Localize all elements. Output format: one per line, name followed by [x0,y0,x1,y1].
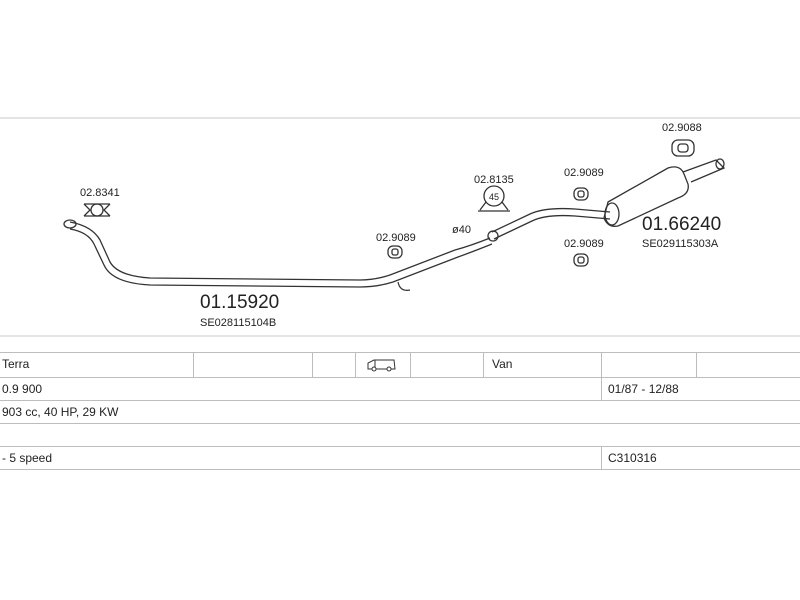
engine-spec-cell: 903 cc, 40 HP, 29 KW [2,405,119,419]
catalog-number-cell: C310316 [608,451,657,465]
hanger-rear-icon [671,139,695,157]
front-pipe [69,221,493,288]
body-type-cell: Van [492,357,513,371]
label-pipe-diameter: ø40 [452,224,471,236]
label-hanger-c: 02.9089 [564,238,604,250]
years-cell: 01/87 - 12/88 [608,382,679,396]
hanger-a-icon [387,245,403,259]
rear-silencer [603,158,726,227]
engine-cell: 0.9 900 [2,382,43,396]
label-clamp-front: 02.8341 [80,187,120,199]
clamp-front-icon [83,203,111,217]
hanger-b-icon [573,187,589,201]
vehicle-spec-table: Terra Van 0.9 900 01/87 - 12/88 903 cc, … [0,352,800,470]
rear-silencer-part-number: 01.66240 [642,214,721,235]
mid-pipe-sleeve [487,230,499,242]
front-pipe-ref-number: SE028115104B [200,317,276,329]
table-row: 0.9 900 01/87 - 12/88 [0,377,800,400]
clamp-mid-diameter: 45 [489,192,499,202]
front-pipe-part-number: 01.15920 [200,292,279,313]
table-row: Terra Van [0,352,800,377]
mid-pipe [491,207,611,240]
rear-silencer-ref-number: SE029115303A [642,238,719,250]
exhaust-system-diagram: 45 02.8341 02.8135 02.9089 02.9089 02.90… [0,117,800,337]
table-row [0,423,800,446]
front-pipe-flange [63,219,77,229]
label-hanger-b: 02.9089 [564,167,604,179]
table-row: 903 cc, 40 HP, 29 KW [0,400,800,423]
front-pipe-hanger-bracket [397,281,411,291]
van-icon [367,359,396,372]
label-hanger-a: 02.9089 [376,232,416,244]
label-hanger-rear: 02.9088 [662,122,702,134]
clamp-mid-icon [478,185,510,212]
model-cell: Terra [2,357,30,371]
label-clamp-mid: 02.8135 [474,174,514,186]
table-row: - 5 speed C310316 [0,446,800,470]
hanger-c-icon [573,253,589,267]
gearbox-cell: - 5 speed [2,451,53,465]
